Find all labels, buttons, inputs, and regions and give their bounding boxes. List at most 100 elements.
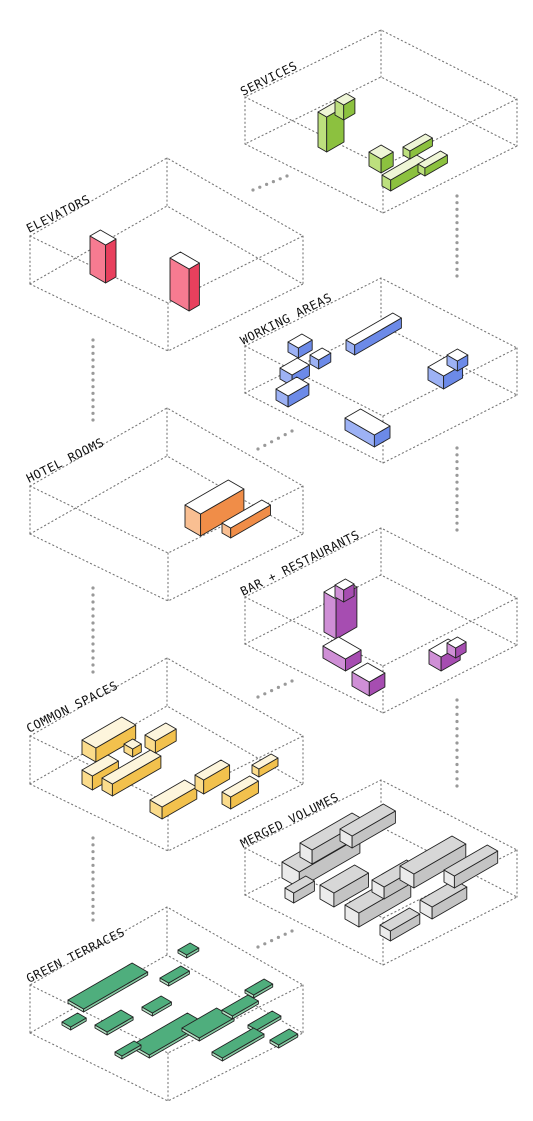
bar-tower-cap xyxy=(334,578,355,603)
merged-volume-top xyxy=(339,803,396,837)
service-strip-top xyxy=(402,133,433,152)
common-block xyxy=(81,716,137,763)
connector-dot xyxy=(91,628,95,632)
connector-dot xyxy=(91,891,95,895)
connector-dot xyxy=(91,621,95,625)
bar-tower-front xyxy=(323,591,337,640)
service-core-front xyxy=(317,111,328,153)
connector-dot xyxy=(91,365,95,369)
connector-dot xyxy=(270,440,274,444)
work-block-top xyxy=(275,376,310,397)
green-terrace xyxy=(269,1028,299,1049)
common-block xyxy=(194,759,231,795)
work-desk-top xyxy=(345,312,402,346)
frame-bottom xyxy=(28,205,305,352)
connector-dot xyxy=(91,600,95,604)
connector-dot xyxy=(455,460,459,464)
common-block xyxy=(101,749,162,797)
connector-dot xyxy=(91,345,95,349)
connector-dot xyxy=(271,180,275,184)
connector-dot xyxy=(91,385,95,389)
merged-volume xyxy=(319,864,369,908)
elevator-shaft xyxy=(169,251,200,312)
connector-dot xyxy=(91,670,95,674)
connector-dot xyxy=(91,398,95,402)
merged-volume-top xyxy=(443,844,499,877)
common-block-top xyxy=(144,722,177,742)
connector-dot xyxy=(455,777,459,781)
common-block-top xyxy=(81,754,119,777)
connector-dot xyxy=(455,698,459,702)
common-block-top xyxy=(101,749,162,785)
label-services: SERVICES xyxy=(238,59,300,99)
service-block xyxy=(368,144,394,174)
connector-dot xyxy=(91,607,95,611)
common-block xyxy=(123,738,142,758)
label-hotel-rooms: HOTEL ROOMS xyxy=(24,435,106,485)
work-block xyxy=(309,347,332,370)
bar-tower-cap-top xyxy=(334,578,355,591)
connector-dot xyxy=(91,358,95,362)
bar-block xyxy=(351,662,386,697)
connector-dot xyxy=(256,945,260,949)
connector-dot xyxy=(455,705,459,709)
connector-dot xyxy=(270,939,274,943)
service-block-top xyxy=(368,144,394,160)
connector-dot xyxy=(455,712,459,716)
green-terrace-top xyxy=(244,978,274,996)
green-terrace xyxy=(211,1027,265,1062)
merged-volume xyxy=(339,803,396,849)
connector-dot xyxy=(256,695,260,699)
connector-dot xyxy=(455,247,459,251)
frame-top xyxy=(243,527,519,667)
connector-dot xyxy=(270,689,274,693)
connector-dot xyxy=(455,762,459,767)
common-block xyxy=(144,722,177,754)
connector-dot xyxy=(91,614,95,618)
connector-dot xyxy=(455,473,459,477)
work-block-top xyxy=(446,348,469,362)
common-block xyxy=(251,753,279,778)
connector-dot xyxy=(455,194,459,198)
connector-dot xyxy=(290,929,294,933)
green-terrace xyxy=(221,994,259,1020)
connector-dot xyxy=(455,501,459,505)
common-block-top xyxy=(123,738,142,750)
green-terrace-top xyxy=(269,1028,299,1046)
green-terrace-top xyxy=(159,965,190,984)
connector-dot xyxy=(455,770,459,774)
common-block-top xyxy=(251,753,279,770)
work-desk-top xyxy=(344,408,391,436)
connector-dot xyxy=(455,214,459,218)
connector-dot xyxy=(91,856,95,861)
merged-volume-top xyxy=(379,907,421,932)
service-strip xyxy=(417,150,448,177)
frame-bottom xyxy=(243,324,519,464)
green-terrace xyxy=(141,995,172,1017)
green-terrace-top xyxy=(177,942,200,956)
common-block-top xyxy=(81,716,137,749)
connector-dot xyxy=(455,487,459,491)
connector-dot xyxy=(455,521,459,525)
green-terrace xyxy=(177,942,200,959)
connector-dot xyxy=(455,453,459,457)
connector-dot xyxy=(455,227,459,231)
connector-dot xyxy=(283,433,287,437)
connector-dot xyxy=(455,480,459,484)
connector-dot xyxy=(455,494,459,498)
connector-dot xyxy=(91,635,95,639)
merged-volume-top xyxy=(284,875,315,894)
connector-dot xyxy=(455,734,459,738)
bar-block-top xyxy=(322,636,362,660)
connector-dot xyxy=(91,405,95,409)
connector-dot xyxy=(283,682,287,686)
connector-dot xyxy=(283,932,287,936)
green-terrace xyxy=(61,1012,87,1031)
connector-dot xyxy=(91,642,95,646)
connector-dot xyxy=(455,466,459,471)
connector-dot xyxy=(91,918,95,922)
connector-dot xyxy=(263,942,267,946)
connector-dot xyxy=(91,663,95,667)
common-block-top xyxy=(194,759,231,781)
